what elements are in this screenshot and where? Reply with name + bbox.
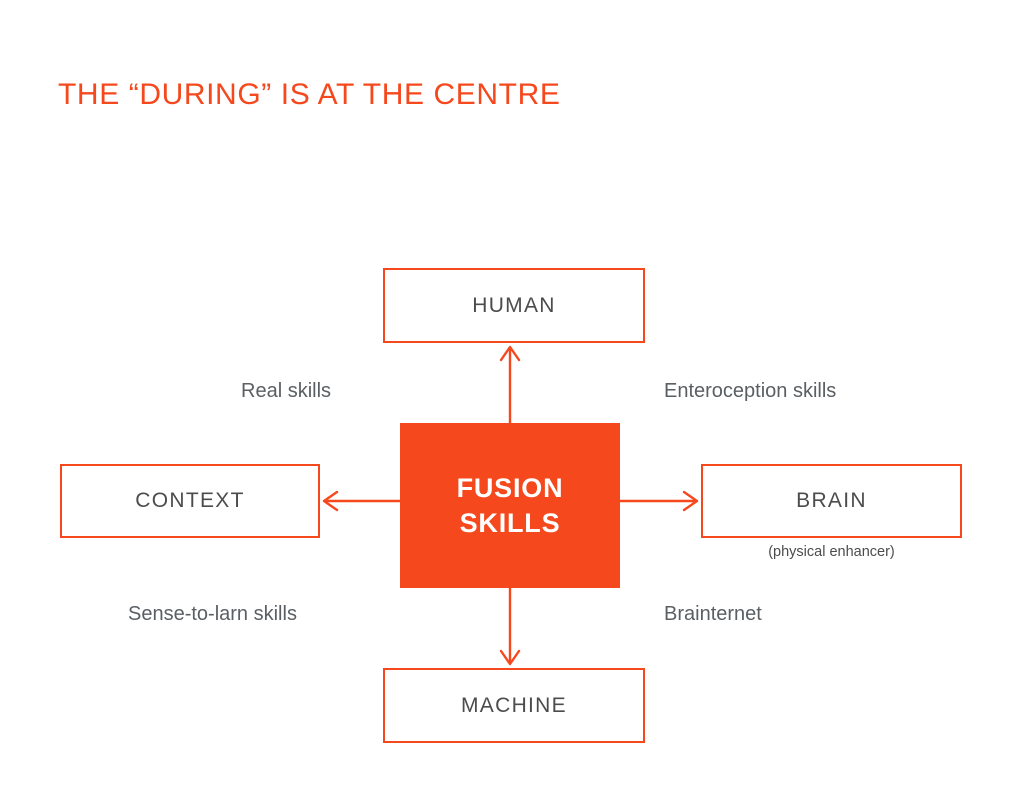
edge-label-sense-to-larn-skills: Sense-to-larn skills (128, 603, 297, 625)
node-human[interactable]: HUMAN (383, 268, 645, 343)
node-fusion-skills[interactable]: FUSION SKILLS (400, 423, 620, 588)
arrow-to-brain (620, 490, 699, 512)
node-machine[interactable]: MACHINE (383, 668, 645, 743)
node-context[interactable]: CONTEXT (60, 464, 320, 538)
node-machine-label: MACHINE (461, 693, 567, 717)
arrow-to-context (322, 490, 400, 512)
arrow-to-machine (499, 588, 521, 666)
edge-label-real-skills: Real skills (241, 380, 332, 402)
node-context-label: CONTEXT (135, 489, 245, 512)
page-title: THE “DURING” IS AT THE CENTRE (58, 78, 561, 111)
node-brain[interactable]: BRAIN (701, 464, 962, 538)
edge-label-brainternet: Brainternet (664, 603, 762, 625)
arrow-to-human (499, 345, 521, 423)
node-brain-sublabel: (physical enhancer) (768, 544, 895, 560)
edge-label-enteroception-skills: Enteroception skills (664, 380, 837, 402)
node-brain-label: BRAIN (796, 489, 867, 512)
node-fusion-skills-label: FUSION SKILLS (457, 471, 564, 540)
node-fusion-skills-label-line1: FUSION (456, 472, 564, 503)
node-fusion-skills-label-line2: SKILLS (459, 507, 561, 538)
node-human-label: HUMAN (472, 293, 556, 317)
